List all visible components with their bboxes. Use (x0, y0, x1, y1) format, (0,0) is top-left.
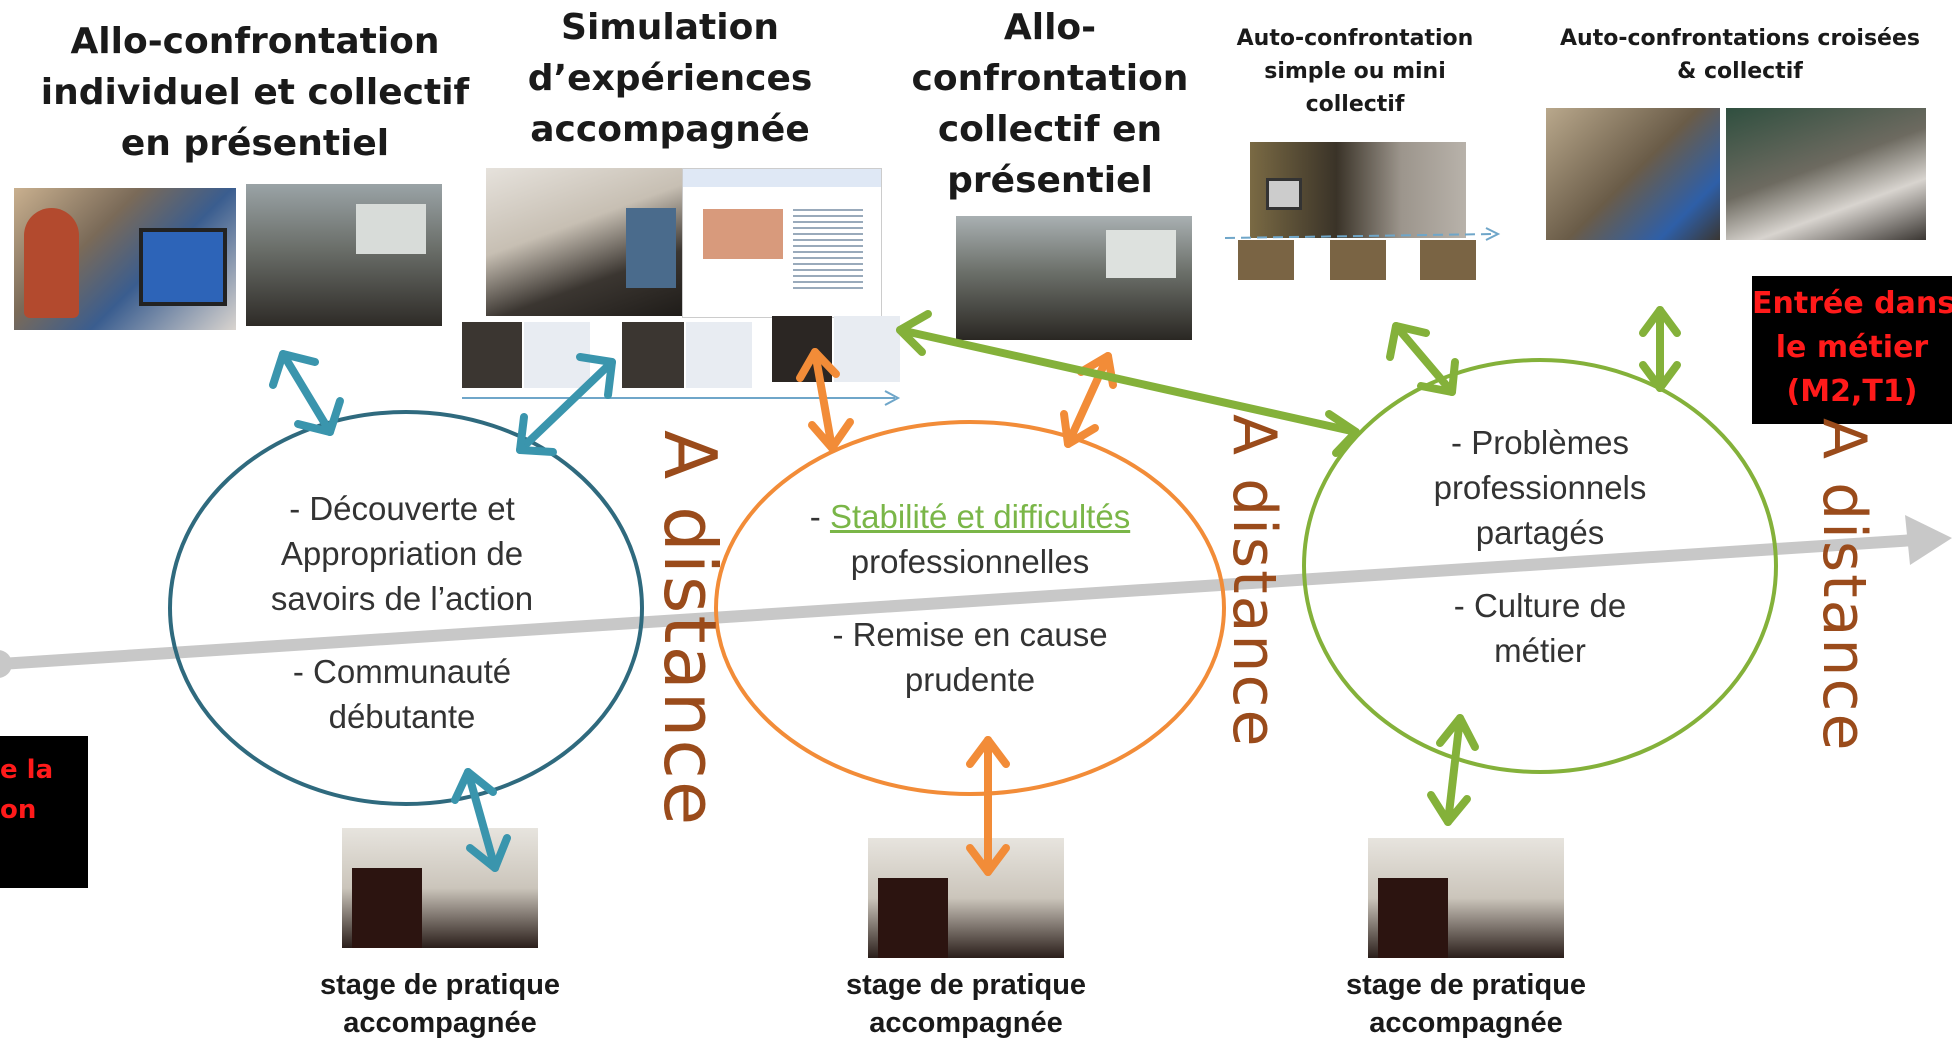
heading-auto-confrontation-simple: Auto-confrontation simple ou mini collec… (1200, 22, 1510, 121)
heading-allo-confrontation-individuel: Allo-confrontation individuel et collect… (30, 16, 480, 169)
lecture-room-photo (246, 184, 442, 326)
stage-line: stage de pratique (845, 969, 1087, 1001)
monitor-shape (139, 228, 227, 306)
teal-arrows (269, 350, 616, 872)
small-thumb-2 (1330, 240, 1386, 280)
timeline-axis (0, 534, 1916, 670)
heading-line: individuel et collectif (40, 72, 470, 113)
heading-line: collectif en (937, 109, 1163, 150)
auto-timeline-arrow (1224, 233, 1496, 239)
orange-circle-text: - Stabilité et difficultés professionnel… (770, 494, 1170, 702)
circle-line: professionnels (1433, 469, 1647, 506)
green-arrows (896, 306, 1681, 826)
person-shape (1378, 878, 1448, 958)
stage-line: stage de pratique (319, 969, 561, 1001)
box-line: le métier (1775, 330, 1929, 365)
heading-line: accompagnée (530, 109, 810, 150)
heading-line: en présentiel (120, 123, 390, 164)
heading-line: simple ou mini (1264, 59, 1446, 84)
a-distance-label-2: A distance (1219, 414, 1289, 749)
person-shape (878, 878, 948, 958)
heading-line: Allo- (1003, 7, 1097, 48)
box-line: e la (0, 755, 54, 785)
auto-confrontation-photo (1250, 142, 1466, 238)
timeline-start-dot (0, 650, 12, 678)
website-header (683, 169, 881, 187)
stage-label-2: stage de pratique accompagnée (816, 966, 1116, 1042)
green-ellipse (1302, 358, 1778, 774)
stage-line: accompagnée (343, 1007, 537, 1039)
circle-line-stability: - Stabilité et difficultés (770, 494, 1170, 539)
circle-line: partagés (1475, 514, 1605, 551)
circle-line: débutante (328, 698, 476, 735)
teal-ellipse (168, 410, 644, 806)
circle-line: professionnelles (850, 543, 1090, 580)
orange-ellipse (714, 420, 1226, 796)
video-timeline-arrowhead (884, 390, 901, 406)
heading-auto-confrontations-croisees: Auto-confrontations croisées & collectif (1530, 22, 1950, 88)
projection-screen-shape (356, 204, 426, 254)
left-cropped-box: e la on (0, 736, 88, 888)
heading-line: collectif (1305, 92, 1405, 117)
entry-into-profession-box: Entrée dans le métier (M2,T1) (1752, 276, 1952, 424)
heading-line: Auto-confrontation (1236, 26, 1474, 51)
green-circle-text: - Problèmes professionnels partagés - Cu… (1380, 420, 1700, 673)
heading-line: Allo-confrontation (70, 21, 440, 62)
heading-simulation: Simulation d’expériences accompagnée (520, 2, 820, 155)
heading-line: confrontation (911, 58, 1189, 99)
circle-line: - Communauté (292, 653, 512, 690)
small-thumb-1 (1238, 240, 1294, 280)
stage-photo-2 (868, 838, 1064, 958)
a-distance-label-1: A distance (648, 430, 732, 828)
simulation-photo (486, 168, 682, 316)
circle-line: métier (1494, 632, 1586, 669)
a-distance-label-3: A distance (1809, 418, 1879, 753)
stage-line: stage de pratique (1345, 969, 1587, 1001)
circle-line: savoirs de l’action (270, 580, 534, 617)
heading-line: d’expériences (527, 58, 813, 99)
auto-timeline-arrowhead (1485, 227, 1501, 241)
monitor-shape (1266, 178, 1302, 210)
stage-label-1: stage de pratique accompagnée (290, 966, 590, 1042)
teal-circle-text: - Découverte et Appropriation de savoirs… (232, 486, 572, 739)
bullet: - (809, 498, 821, 535)
thumb-strip-4 (686, 322, 752, 388)
person-shape (352, 868, 422, 948)
stage-line: accompagnée (869, 1007, 1063, 1039)
heading-line: Auto-confrontations croisées (1560, 26, 1920, 51)
circle-line: - Remise en cause (832, 616, 1108, 653)
stability-link[interactable]: Stabilité et difficultés (829, 498, 1131, 535)
thumb-strip-3 (622, 322, 684, 388)
monitor-shape (626, 208, 676, 288)
box-line: (M2,T1) (1786, 374, 1918, 409)
circle-line: prudente (904, 661, 1036, 698)
thumb-strip-1 (462, 322, 522, 388)
stage-label-3: stage de pratique accompagnée (1316, 966, 1616, 1042)
heading-line: & collectif (1677, 59, 1803, 84)
crossed-confrontation-photo-2 (1726, 108, 1926, 240)
circle-line: - Problèmes (1451, 424, 1629, 461)
heading-allo-confrontation-collectif: Allo- confrontation collectif en présent… (900, 2, 1200, 206)
crossed-confrontation-photo-1 (1546, 108, 1720, 240)
thumb-strip-6 (834, 316, 900, 382)
projection-screen-shape (1106, 230, 1176, 278)
heading-line: Simulation (561, 7, 779, 48)
circle-line: - Découverte et (289, 490, 515, 527)
stage-line: accompagnée (1369, 1007, 1563, 1039)
website-screenshot (682, 168, 882, 318)
circle-line: - Culture de (1453, 587, 1627, 624)
person-shape (24, 208, 79, 318)
collective-room-photo (956, 216, 1192, 340)
small-thumb-3 (1420, 240, 1476, 280)
box-line: Entrée dans (1752, 286, 1952, 321)
website-image (703, 209, 783, 259)
classroom-computer-photo (14, 188, 236, 330)
box-line: on (0, 795, 37, 825)
stage-photo-3 (1368, 838, 1564, 958)
circle-line: Appropriation de (280, 535, 524, 572)
timeline-arrowhead (1905, 515, 1952, 565)
website-text (793, 209, 863, 289)
heading-line: présentiel (947, 160, 1153, 201)
